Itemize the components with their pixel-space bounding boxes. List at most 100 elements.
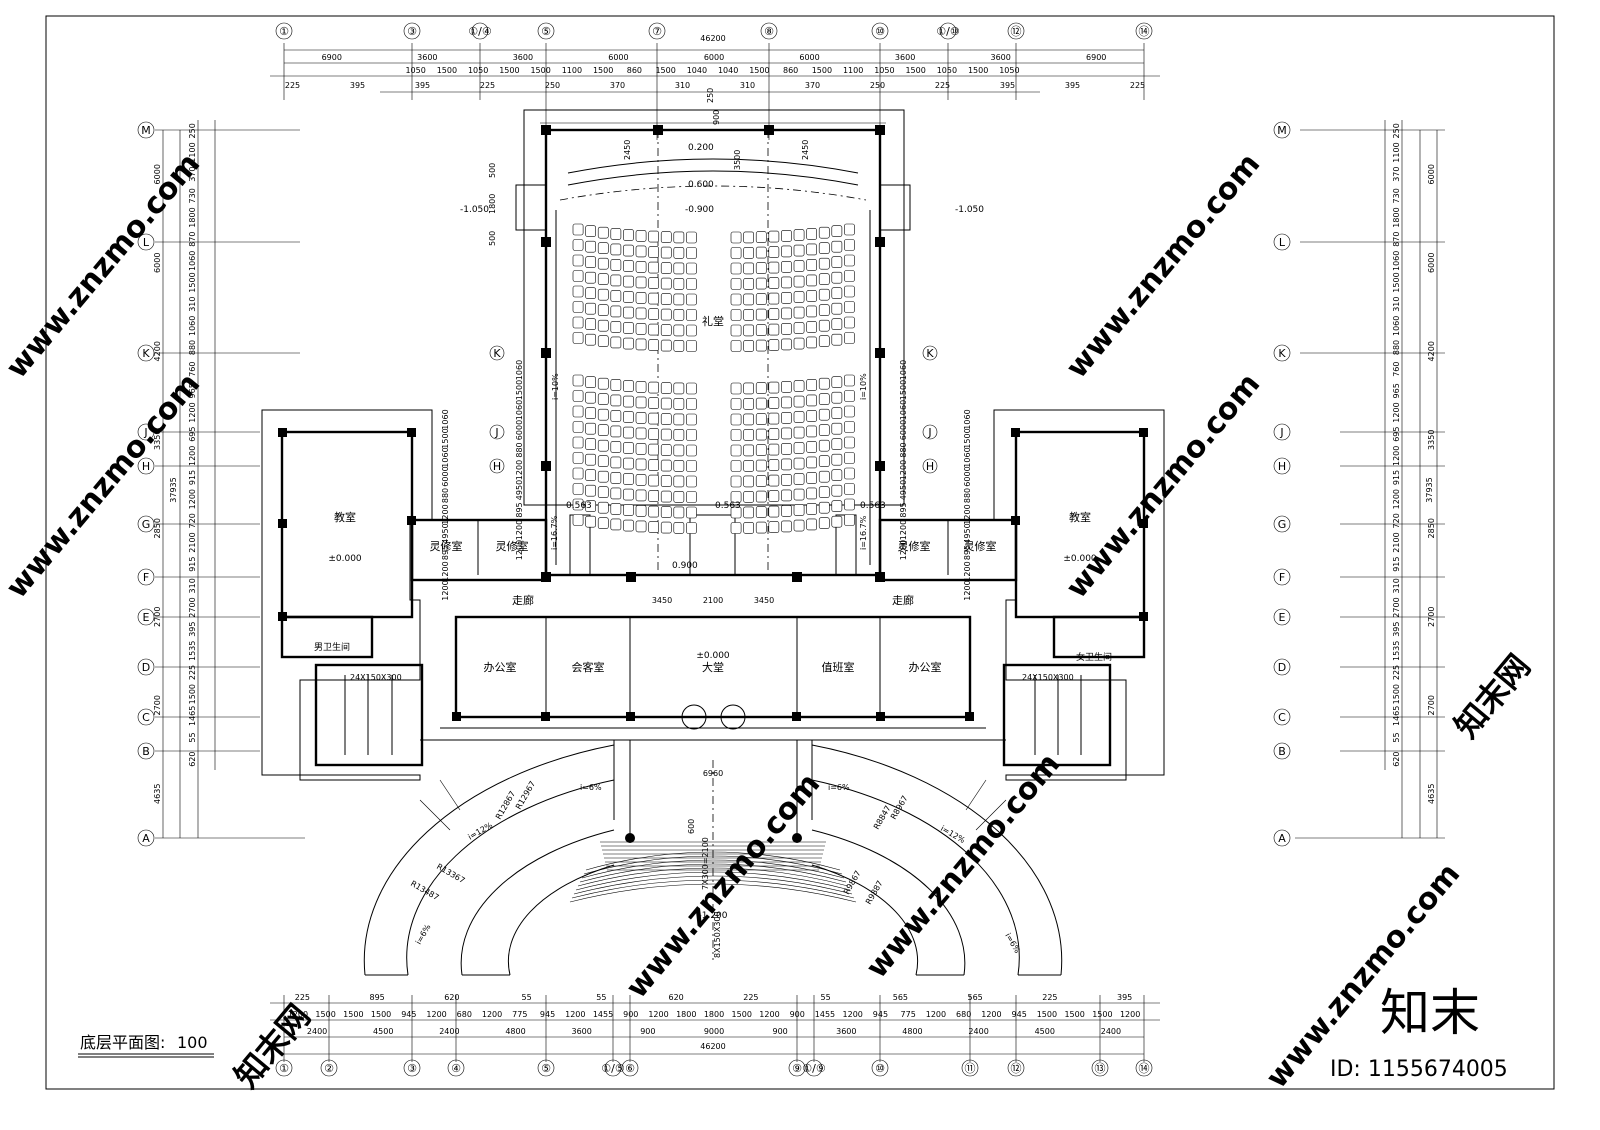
seat	[768, 443, 780, 456]
seat	[831, 515, 843, 528]
seat	[660, 339, 672, 352]
dim-left-2: 720	[188, 513, 197, 528]
dim-top-2: 1050	[468, 66, 488, 75]
note-ramp-right-3: i=6%	[1003, 932, 1022, 956]
axis-bubble-left	[137, 515, 155, 533]
note-stairs-left: 24X150X300	[350, 673, 402, 682]
dim-bottom-2: 945	[1012, 1010, 1027, 1019]
dim-bottom-3: 620	[444, 993, 459, 1002]
seat	[635, 307, 647, 320]
note-ramp-right: i=6%	[828, 783, 850, 792]
dim-left-2: 1500	[188, 272, 197, 292]
dim-top-3: 225	[480, 81, 495, 90]
seat	[686, 231, 697, 244]
seat	[660, 490, 672, 503]
seat	[585, 271, 596, 284]
seat	[597, 273, 609, 285]
dim-left-2: 1100	[188, 142, 197, 162]
axis-label-left: L	[143, 236, 150, 249]
seat	[806, 425, 817, 438]
axis-label-top: ⑫	[1011, 25, 1022, 38]
dim-right-1: 2700	[1427, 695, 1436, 715]
left-dim-band	[155, 120, 305, 839]
dim-right-2: 1800	[1392, 207, 1401, 227]
axis-label-bottom: ①/⑨	[802, 1062, 826, 1075]
dim-bottom-3: 225	[743, 993, 758, 1002]
dim-inner-right: 1200	[899, 540, 908, 560]
dim-top-2: 1500	[905, 66, 925, 75]
axis-bubble-top	[537, 22, 555, 40]
seat	[660, 382, 672, 394]
dim-left-2: 55	[188, 732, 197, 742]
seat	[610, 487, 622, 500]
axis-label-right: K	[1278, 347, 1286, 360]
seat	[768, 459, 780, 471]
dim-left-2: 1200	[188, 489, 197, 509]
seat	[610, 394, 622, 407]
seat	[806, 410, 817, 422]
seat	[585, 484, 596, 497]
seat	[730, 444, 742, 457]
dim-bottom-3: 225	[1042, 993, 1057, 1002]
seat	[793, 395, 805, 408]
seat	[730, 475, 742, 488]
seat	[831, 407, 843, 419]
dim-wing-right: 880	[963, 488, 972, 503]
seat	[831, 438, 843, 450]
dim-top-1: 6000	[799, 53, 819, 62]
axis-bubble-bottom	[805, 1059, 823, 1077]
seat	[818, 470, 830, 483]
seat	[818, 517, 830, 529]
dim-left-2: 395	[188, 622, 197, 637]
axis-label-right: C	[1278, 711, 1286, 724]
seat	[844, 436, 855, 449]
seat	[831, 469, 843, 481]
axis-bubble-left	[137, 457, 155, 475]
seat	[781, 427, 792, 440]
dim-right-2: 1465	[1392, 706, 1401, 726]
seat	[781, 458, 792, 471]
seat	[623, 519, 634, 532]
seat	[673, 382, 685, 395]
room-auditorium: 礼堂	[702, 314, 724, 328]
seat	[585, 407, 596, 419]
seat	[781, 381, 792, 393]
seat	[793, 380, 805, 392]
axis-label-bottom: ①	[279, 1062, 289, 1075]
axis-bubble-bottom	[961, 1059, 979, 1077]
seat	[781, 489, 792, 502]
note-lobby-w2: 2100	[703, 596, 723, 605]
dim-left-2: 370	[188, 167, 197, 182]
seat	[755, 490, 767, 503]
seat	[660, 459, 672, 472]
dim-left-2: 2700	[188, 597, 197, 617]
seat	[648, 230, 659, 243]
dim-wing-right: 1200	[963, 504, 972, 524]
dim-right-1: 6000	[1427, 253, 1436, 273]
dim-inner-left: 6000	[515, 420, 524, 440]
dim-bottom-2: 1500	[343, 1010, 363, 1019]
drawing-scale-value: 100	[177, 1033, 208, 1052]
axis-label-right: F	[1279, 571, 1285, 584]
seat	[623, 504, 634, 516]
dim-inner-right: 880	[899, 442, 908, 457]
seat	[755, 521, 767, 534]
axis-bubble-top	[760, 22, 778, 40]
axis-bubble-right	[1273, 608, 1291, 626]
seat	[730, 491, 742, 503]
seat	[635, 396, 647, 409]
seat	[597, 393, 609, 405]
seat	[673, 444, 685, 457]
seat	[686, 382, 697, 395]
dim-top-2: 1500	[499, 66, 519, 75]
seat	[686, 278, 697, 290]
dim-right-2: 250	[1392, 123, 1401, 138]
seat	[597, 319, 609, 332]
seat	[831, 333, 843, 346]
dim-bottom-3: 895	[369, 993, 384, 1002]
seat	[831, 302, 843, 315]
dim-inner-left: 4950	[515, 480, 524, 500]
seat	[572, 239, 584, 251]
seat	[755, 444, 767, 456]
